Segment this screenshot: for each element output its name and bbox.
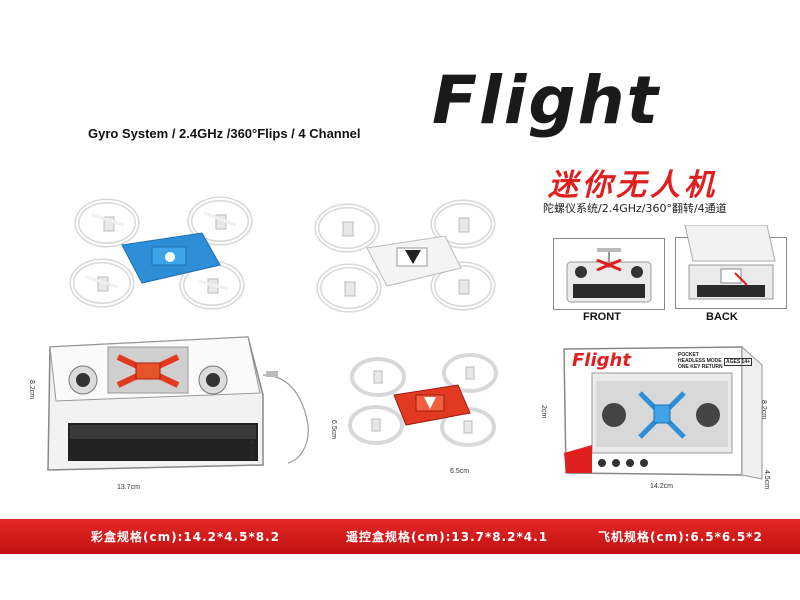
box-feature-line-1: POCKET <box>678 352 699 358</box>
chinese-subtitle: 陀螺仪系统/2.4GHz/360°翻转/4通道 <box>543 202 727 215</box>
drone-length-label: 6.5cm <box>330 420 337 440</box>
red-drone-image <box>348 353 498 447</box>
box-age-badge: AGES 14+ <box>724 358 753 366</box>
chinese-title: 迷你无人机 <box>548 168 718 203</box>
feature-tagline: Gyro System / 2.4GHz /360°Flips / 4 Chan… <box>88 126 361 141</box>
front-view-image <box>553 238 665 310</box>
box-width-label: 14.2cm <box>650 483 673 490</box>
controller-height-label: 8.2cm <box>28 380 35 400</box>
box-height-label: 8.2cm <box>760 400 767 420</box>
box-brand-logo: Flight <box>572 350 631 371</box>
drone-height-label: 2cm <box>540 405 547 419</box>
back-view-label: BACK <box>706 311 738 323</box>
retail-box-image <box>563 345 763 480</box>
box-feature-line-2: HEADLESS MODE <box>678 358 722 364</box>
front-view-label: FRONT <box>583 311 621 323</box>
color-box-spec: 彩盒规格(cm):14.2*4.5*8.2 <box>91 530 281 544</box>
brand-logo: Flight <box>432 62 661 139</box>
back-view-image <box>675 225 787 309</box>
box-feature-line-3: ONE KEY RETURN <box>678 364 723 370</box>
remote-box-spec: 遥控盒规格(cm):13.7*8.2*4.1 <box>346 530 549 544</box>
controller-width-label: 13.7cm <box>117 484 140 491</box>
controller-image <box>47 336 309 471</box>
aircraft-spec: 飞机规格(cm):6.5*6.5*2 <box>598 530 763 544</box>
white-drone-image <box>314 199 496 313</box>
drone-width-label: 6.5cm <box>450 468 470 475</box>
controller-depth-label: 4.1cm <box>248 440 255 460</box>
blue-drone-image <box>69 196 253 310</box>
spec-band <box>0 519 800 554</box>
box-depth-label: 4.5cm <box>763 470 770 490</box>
